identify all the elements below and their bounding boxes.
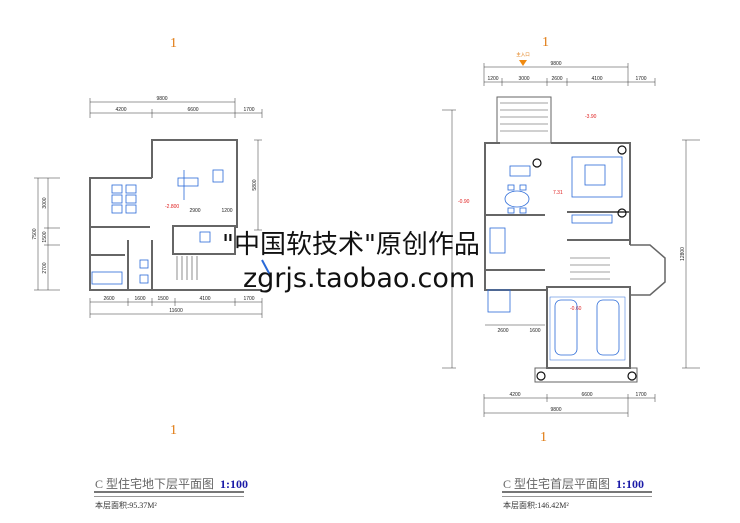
- ground-dimensions: [442, 63, 700, 417]
- watermark-line1: "中国软技术"原创作品: [222, 230, 480, 260]
- basement-furniture: [91, 169, 271, 285]
- ground-furniture: [487, 156, 626, 361]
- dim-label: 2600: [497, 328, 508, 334]
- dim-label: 5800: [252, 179, 258, 190]
- dim-label: 3000: [518, 76, 529, 82]
- level-mark: -0.60: [570, 306, 582, 312]
- dim-label: 11600: [169, 308, 183, 314]
- level-mark: -2.800: [165, 204, 179, 210]
- dim-label: 12800: [680, 247, 686, 261]
- section-mark-ground-top: 1: [542, 35, 549, 50]
- section-mark-basement-bottom: 1: [170, 423, 177, 438]
- dim-label: 9800: [156, 96, 167, 102]
- dim-label: 1200: [221, 208, 232, 214]
- level-mark: -3.90: [585, 114, 597, 120]
- dim-label: 9800: [550, 61, 561, 67]
- dim-label: 1500: [157, 296, 168, 302]
- title-underline: [502, 491, 652, 497]
- dim-label: 2700: [42, 262, 48, 273]
- columns: [532, 145, 637, 381]
- dim-label: 2600: [551, 76, 562, 82]
- dim-label: 9800: [550, 407, 561, 413]
- dim-label: 7500: [32, 228, 38, 239]
- scale-text: 1:100: [616, 477, 645, 491]
- ground-title: C 型住宅首层平面图 1:100: [503, 475, 644, 492]
- scale-text: 1:100: [220, 477, 249, 491]
- dim-label: 1700: [635, 392, 646, 398]
- ground-area: 本层面积:146.42M²: [503, 501, 569, 510]
- basement-dimensions: [34, 98, 263, 318]
- entrance-label: 主入口: [516, 51, 530, 58]
- ground-walls: [484, 96, 666, 383]
- section-mark-basement-top: 1: [170, 36, 177, 51]
- dim-label: 1700: [243, 107, 254, 113]
- dim-label: 4200: [115, 107, 126, 113]
- dim-label: 2600: [103, 296, 114, 302]
- level-mark: 7.31: [553, 190, 563, 196]
- basement-walls: [89, 139, 262, 291]
- dim-label: 1200: [487, 76, 498, 82]
- level-mark: -0.90: [458, 199, 470, 205]
- ground-dim-labels: 9800 1200 3000 2600 4100 1700 4200 6600 …: [458, 51, 686, 413]
- basement-stairs: [176, 256, 198, 280]
- dim-label: 1500: [42, 231, 48, 242]
- title-text: C 型住宅首层平面图: [503, 477, 611, 491]
- dim-label: 1600: [529, 328, 540, 334]
- dim-label: 6600: [187, 107, 198, 113]
- basement-title: C 型住宅地下层平面图 1:100: [95, 475, 248, 492]
- basement-dim-labels: 9800 4200 6600 1700 2600 1600 1500 4100 …: [32, 96, 258, 314]
- basement-area: 本层面积:95.37M²: [95, 501, 157, 510]
- dim-label: 6600: [581, 392, 592, 398]
- title-underline: [94, 491, 244, 497]
- dim-label: 4100: [199, 296, 210, 302]
- dim-label: 4200: [509, 392, 520, 398]
- watermark-line2: zgrjs.taobao.com: [243, 263, 476, 294]
- title-text: C 型住宅地下层平面图: [95, 477, 215, 491]
- dim-label: 3000: [42, 197, 48, 208]
- dim-label: 4100: [591, 76, 602, 82]
- dim-label: 2900: [189, 208, 200, 214]
- dim-label: 1600: [134, 296, 145, 302]
- dim-label: 1700: [635, 76, 646, 82]
- entrance-arrow-icon: [519, 60, 527, 66]
- section-mark-ground-bottom: 1: [540, 430, 547, 445]
- ground-stairs: [500, 102, 610, 280]
- dim-label: 1700: [243, 296, 254, 302]
